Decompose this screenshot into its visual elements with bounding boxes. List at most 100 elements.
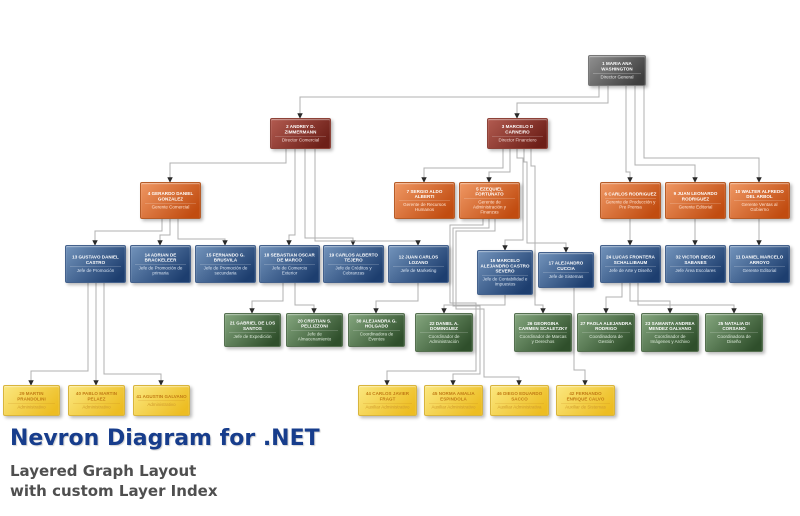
org-node-title: Administrativo [8, 402, 55, 410]
org-node-title: Gerente de Administración y Finanzas [464, 197, 515, 215]
edge-24-25 [637, 283, 737, 314]
org-node-title: Gerente Editorial [670, 202, 721, 210]
org-node-title: Auxiliar Administrativo [429, 402, 478, 410]
org-node-title: Jefe de Sistemas [543, 272, 589, 279]
edge-13-29 [28, 283, 89, 386]
org-node-name: 16 MARCELO ALEJANDRO CASTRO SEVERO [480, 258, 530, 274]
edge-12-30 [373, 283, 419, 314]
org-node-title: Jefe de Promoción de primaria [135, 263, 186, 276]
org-node-name: 45 NORMA AMALIA ESPINDOLA [432, 391, 475, 402]
org-node-name: 17 ALEJANDRO CUCCIA [548, 260, 584, 271]
edge-3-5 [486, 149, 511, 183]
edge-1-3 [514, 86, 609, 119]
org-node-name: 44 CARLOS JAVIER FRAGT [365, 391, 410, 402]
edge-2-18 [286, 149, 296, 246]
caption-block: Nevron Diagram for .NET Layered Graph La… [10, 426, 320, 501]
org-node-name: 7 SERGIO ALDO ALBERTI [406, 188, 443, 199]
edge-18-20 [294, 283, 317, 314]
org-node-title: Auxiliar Administrativo [363, 402, 412, 410]
org-node-title: Jefe de Almacenamiento [291, 329, 338, 342]
org-node-name: 30 ALEJANDRA G. HOLGADO [356, 318, 397, 329]
edge-4-13 [92, 219, 163, 246]
edge-3-26 [530, 149, 546, 314]
org-node-title: Jefe de Expedición [229, 332, 276, 339]
edge-5-45 [450, 219, 490, 386]
edge-3-16 [502, 149, 524, 251]
org-node-title: Administrativo [138, 400, 185, 407]
org-node-title: Jefe de Arte y Diseño [605, 266, 656, 273]
org-node-title: Gerente Editorial [734, 266, 785, 273]
org-node-name: 4 GERARDO DANIEL GONZALEZ [147, 191, 194, 202]
org-node-name: 13 GUSTAVO DANIEL CASTRO [72, 254, 119, 265]
org-node-title: Jefe Área Escolares [670, 266, 721, 273]
edge-13-41 [103, 283, 164, 386]
org-node-title: Jefe de Créditos y Cobranzas [328, 263, 379, 276]
org-node-title: Auxiliar de Sistemas [561, 402, 610, 410]
edge-1-2 [297, 86, 600, 119]
org-node-title: Coordinadora de Diseño [710, 332, 758, 344]
org-node-name: 41 AGUSTIN GALVANO [136, 393, 187, 399]
page-title: Nevron Diagram for .NET [10, 426, 320, 451]
org-node-name: 32 VICTOR DIEGO SABANES [675, 254, 716, 265]
org-node-title: Director Financiero [492, 135, 543, 143]
edge-5-44 [384, 219, 484, 386]
org-node-name: 2 ANDREY D. ZIMMERMANN [284, 124, 317, 135]
org-node-title: Coordinadora de Eventos [353, 329, 400, 342]
